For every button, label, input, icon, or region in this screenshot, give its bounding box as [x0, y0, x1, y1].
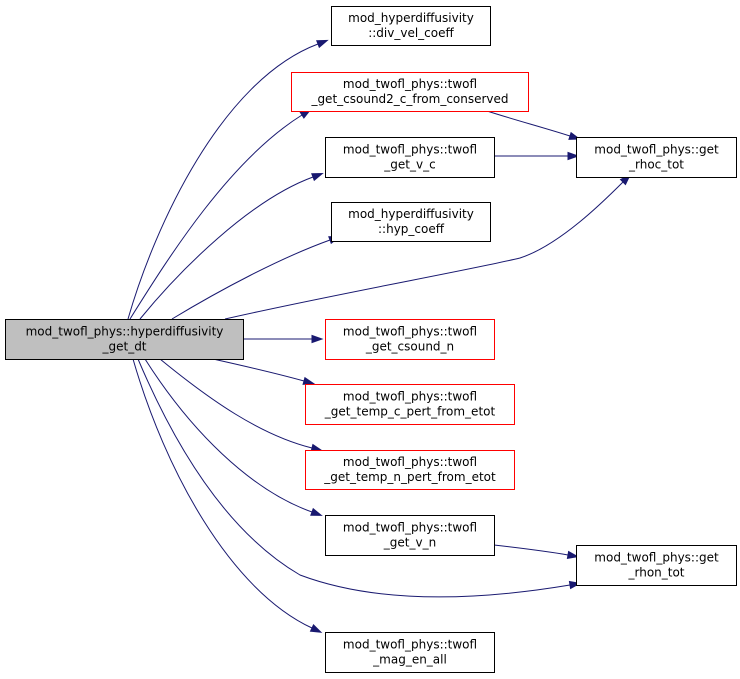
edge-hyperdiffusivity_get_dt-to-hyp_coeff [171, 236, 341, 320]
node-label-line-2: ::hyp_coeff [378, 222, 445, 236]
edge-line [171, 239, 331, 320]
node-label-line-1: mod_twofl_phys::twofl [343, 521, 477, 535]
node-box [325, 137, 495, 178]
edge-hyperdiffusivity_get_dt-to-get_temp_n_pert_from_etot [159, 358, 324, 452]
edge-hyperdiffusivity_get_dt-to-get_temp_c_pert_from_etot [212, 358, 316, 385]
node-get_rhon_tot[interactable]: mod_twofl_phys::get_rhon_tot [576, 545, 737, 586]
node-get_csound_n[interactable]: mod_twofl_phys::twofl_get_csound_n [325, 319, 495, 360]
node-label-line-2: _rhoc_tot [628, 158, 684, 172]
node-box [305, 384, 515, 425]
edge-line [132, 358, 313, 629]
node-label-line-2: _get_csound2_c_from_conserved [310, 92, 508, 106]
node-label-line-1: mod_twofl_phys::twofl [343, 638, 477, 652]
node-label-line-1: mod_twofl_phys::twofl [343, 455, 477, 469]
arrowhead [302, 376, 316, 385]
edge-hyperdiffusivity_get_dt-to-mag_en_all [132, 358, 323, 633]
node-label-line-2: _mag_en_all [372, 653, 447, 667]
edge-hyperdiffusivity_get_dt-to-get_v_c [139, 172, 324, 320]
node-label-line-1: mod_twofl_phys::twofl [343, 77, 477, 91]
node-box [5, 319, 244, 360]
edge-line [212, 358, 305, 382]
node-box [325, 515, 495, 556]
edge-hyperdiffusivity_get_dt-to-get_csound2_c_from_conserved [129, 108, 312, 320]
node-label-line-2: _get_csound_n [365, 340, 454, 354]
node-label-line-1: mod_twofl_phys::twofl [343, 143, 477, 157]
edge-line [493, 544, 569, 556]
node-label-line-2: ::div_vel_coeff [368, 26, 454, 40]
node-label-line-1: mod_twofl_phys::twofl [343, 390, 477, 404]
node-box [331, 6, 491, 46]
node-box [325, 632, 495, 673]
node-label-line-1: mod_twofl_phys::get [594, 143, 719, 157]
node-label-line-1: mod_hyperdiffusivity [348, 11, 474, 25]
arrowhead [311, 172, 324, 182]
node-label-line-2: _get_v_c [383, 158, 435, 172]
node-label-line-1: mod_twofl_phys::get [594, 551, 719, 565]
node-box [576, 137, 737, 178]
node-label-line-1: mod_twofl_phys::twofl [343, 325, 477, 339]
node-hyperdiffusivity_get_dt[interactable]: mod_twofl_phys::hyperdiffusivity_get_dt [5, 319, 244, 360]
arrowhead [566, 550, 580, 560]
edge-line [129, 114, 303, 320]
node-get_v_n[interactable]: mod_twofl_phys::twofl_get_v_n [325, 515, 495, 556]
node-div_vel_coeff[interactable]: mod_hyperdiffusivity::div_vel_coeff [331, 6, 491, 46]
edge-hyperdiffusivity_get_dt-to-div_vel_coeff [127, 39, 329, 320]
edge-line [486, 110, 571, 137]
edge-line [159, 358, 313, 449]
node-box [576, 545, 737, 586]
node-label-line-2: _get_temp_n_pert_from_etot [323, 470, 496, 484]
arrowhead [309, 623, 323, 633]
arrowhead [316, 39, 329, 49]
node-hyp_coeff[interactable]: mod_hyperdiffusivity::hyp_coeff [331, 202, 491, 242]
arrowhead [567, 151, 580, 161]
edge-get_v_c-to-get_rhoc_tot [493, 151, 580, 161]
node-get_rhoc_tot[interactable]: mod_twofl_phys::get_rhoc_tot [576, 137, 737, 178]
node-label-line-1: mod_twofl_phys::hyperdiffusivity [26, 325, 224, 339]
edge-line [137, 358, 571, 598]
nodes-layer: mod_twofl_phys::hyperdiffusivity_get_dtm… [5, 6, 737, 673]
node-label-line-2: _rhon_tot [627, 566, 684, 580]
edge-line [224, 181, 624, 320]
node-label-line-1: mod_hyperdiffusivity [348, 207, 474, 221]
edge-hyperdiffusivity_get_dt-to-get_v_n [144, 358, 323, 516]
node-box [325, 319, 495, 360]
node-box [291, 72, 529, 112]
edge-line [144, 358, 313, 513]
node-mag_en_all[interactable]: mod_twofl_phys::twofl_mag_en_all [325, 632, 495, 673]
edge-hyperdiffusivity_get_dt-to-get_csound_n [243, 334, 324, 344]
node-get_temp_c_pert_from_etot[interactable]: mod_twofl_phys::twofl_get_temp_c_pert_fr… [305, 384, 515, 425]
node-label-line-2: _get_temp_c_pert_from_etot [324, 405, 496, 419]
node-box [305, 450, 515, 490]
edge-line [127, 43, 319, 320]
node-get_csound2_c_from_conserved[interactable]: mod_twofl_phys::twofl_get_csound2_c_from… [291, 72, 529, 112]
node-label-line-2: _get_v_n [383, 536, 436, 550]
edge-line [139, 176, 314, 320]
node-get_temp_n_pert_from_etot[interactable]: mod_twofl_phys::twofl_get_temp_n_pert_fr… [305, 450, 515, 490]
node-get_v_c[interactable]: mod_twofl_phys::twofl_get_v_c [325, 137, 495, 178]
node-box [331, 202, 491, 242]
arrowhead [311, 334, 324, 344]
edge-get_csound2_c_from_conserved-to-get_rhoc_tot [486, 110, 581, 140]
node-label-line-2: _get_dt [101, 340, 146, 354]
arrowhead [310, 507, 323, 516]
edge-hyperdiffusivity_get_dt-to-get_rhoc_tot [224, 173, 632, 320]
edge-get_v_n-to-get_rhon_tot [493, 544, 580, 560]
